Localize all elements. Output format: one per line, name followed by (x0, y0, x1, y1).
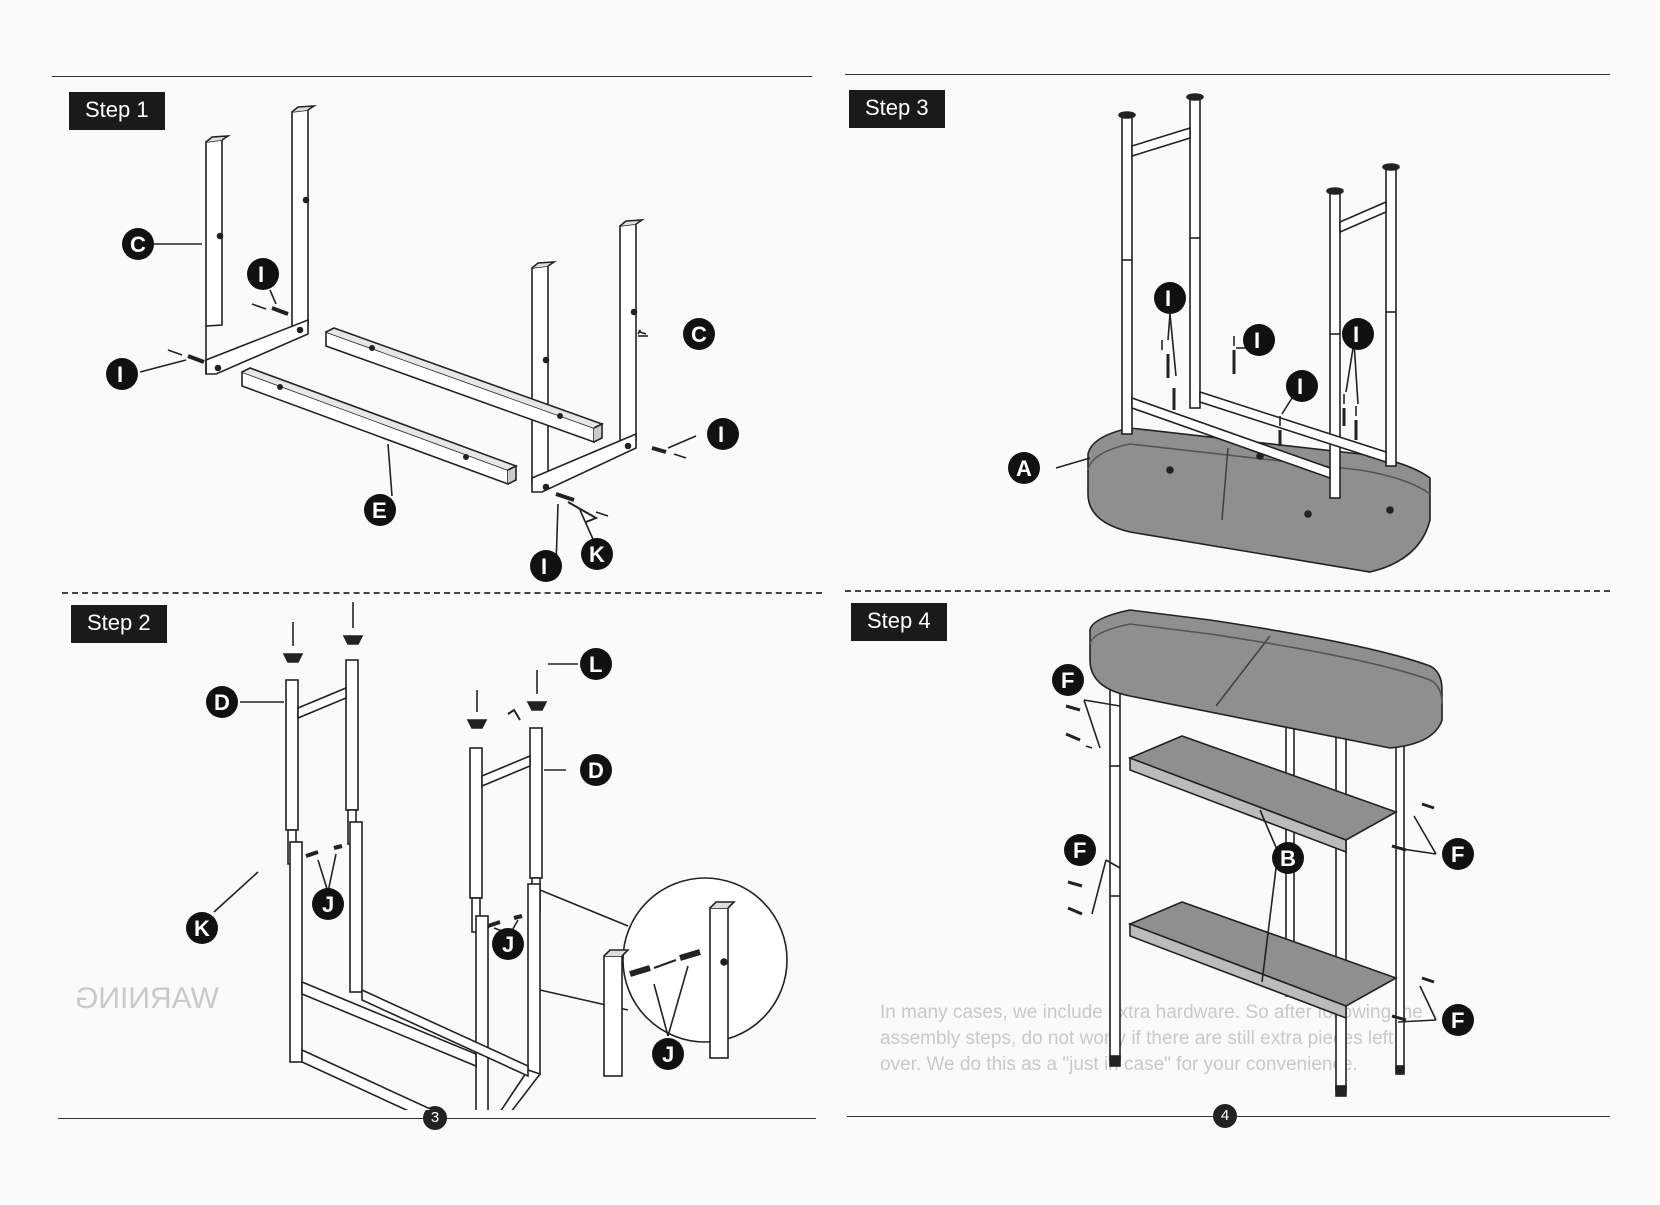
page-number-left: 3 (423, 1106, 447, 1130)
bleed-note-2: assembly steps, do not worry if there ar… (880, 1028, 1394, 1049)
step3-callouts: I I I I A (1008, 282, 1374, 484)
step2-callouts: D L D J K J J (186, 648, 684, 1070)
callout-i: I (1297, 374, 1303, 399)
callout-k: K (589, 542, 605, 567)
callout-i: I (1353, 322, 1359, 347)
step3-illustration: I I I I A (1008, 93, 1431, 573)
callout-f: F (1061, 668, 1074, 693)
callout-i: I (718, 422, 724, 447)
callout-j: J (662, 1042, 674, 1067)
callout-i: I (1254, 328, 1260, 353)
step2-illustration: D L D J K J J (186, 602, 788, 1110)
callout-l: L (589, 652, 602, 677)
top-rule-left (52, 76, 812, 77)
callout-i: I (1165, 286, 1171, 311)
divider-dashed-right (845, 590, 1610, 592)
bleed-note-1: In many cases, we include extra hardware… (880, 1002, 1423, 1023)
callout-c: C (130, 232, 146, 257)
top-rule-right (845, 74, 1610, 75)
callout-k: K (194, 916, 210, 941)
callout-j: J (322, 892, 334, 917)
step4-callouts: F F B F F (1052, 664, 1474, 1036)
step4-label: Step 4 (851, 603, 947, 641)
callout-f: F (1451, 1008, 1464, 1033)
divider-dashed-left (62, 592, 822, 594)
step1-illustration: C I I C I E I K (106, 105, 739, 582)
callout-a: A (1016, 456, 1032, 481)
callout-i: I (258, 262, 264, 287)
step3-label: Step 3 (849, 90, 945, 128)
step4-illustration: F F B F F (1052, 609, 1474, 1097)
callout-c: C (691, 322, 707, 347)
callout-d: D (214, 690, 230, 715)
callout-j: J (502, 932, 514, 957)
step1-label: Step 1 (69, 92, 165, 130)
step1-callouts: C I I C I E I K (106, 228, 739, 582)
callout-d: D (588, 758, 604, 783)
callout-f: F (1451, 842, 1464, 867)
callout-b: B (1280, 846, 1296, 871)
callout-i: I (117, 362, 123, 387)
callout-i: I (541, 554, 547, 579)
callout-e: E (372, 498, 387, 523)
page-number-right: 4 (1213, 1104, 1237, 1128)
step2-label: Step 2 (71, 605, 167, 643)
callout-f: F (1073, 838, 1086, 863)
